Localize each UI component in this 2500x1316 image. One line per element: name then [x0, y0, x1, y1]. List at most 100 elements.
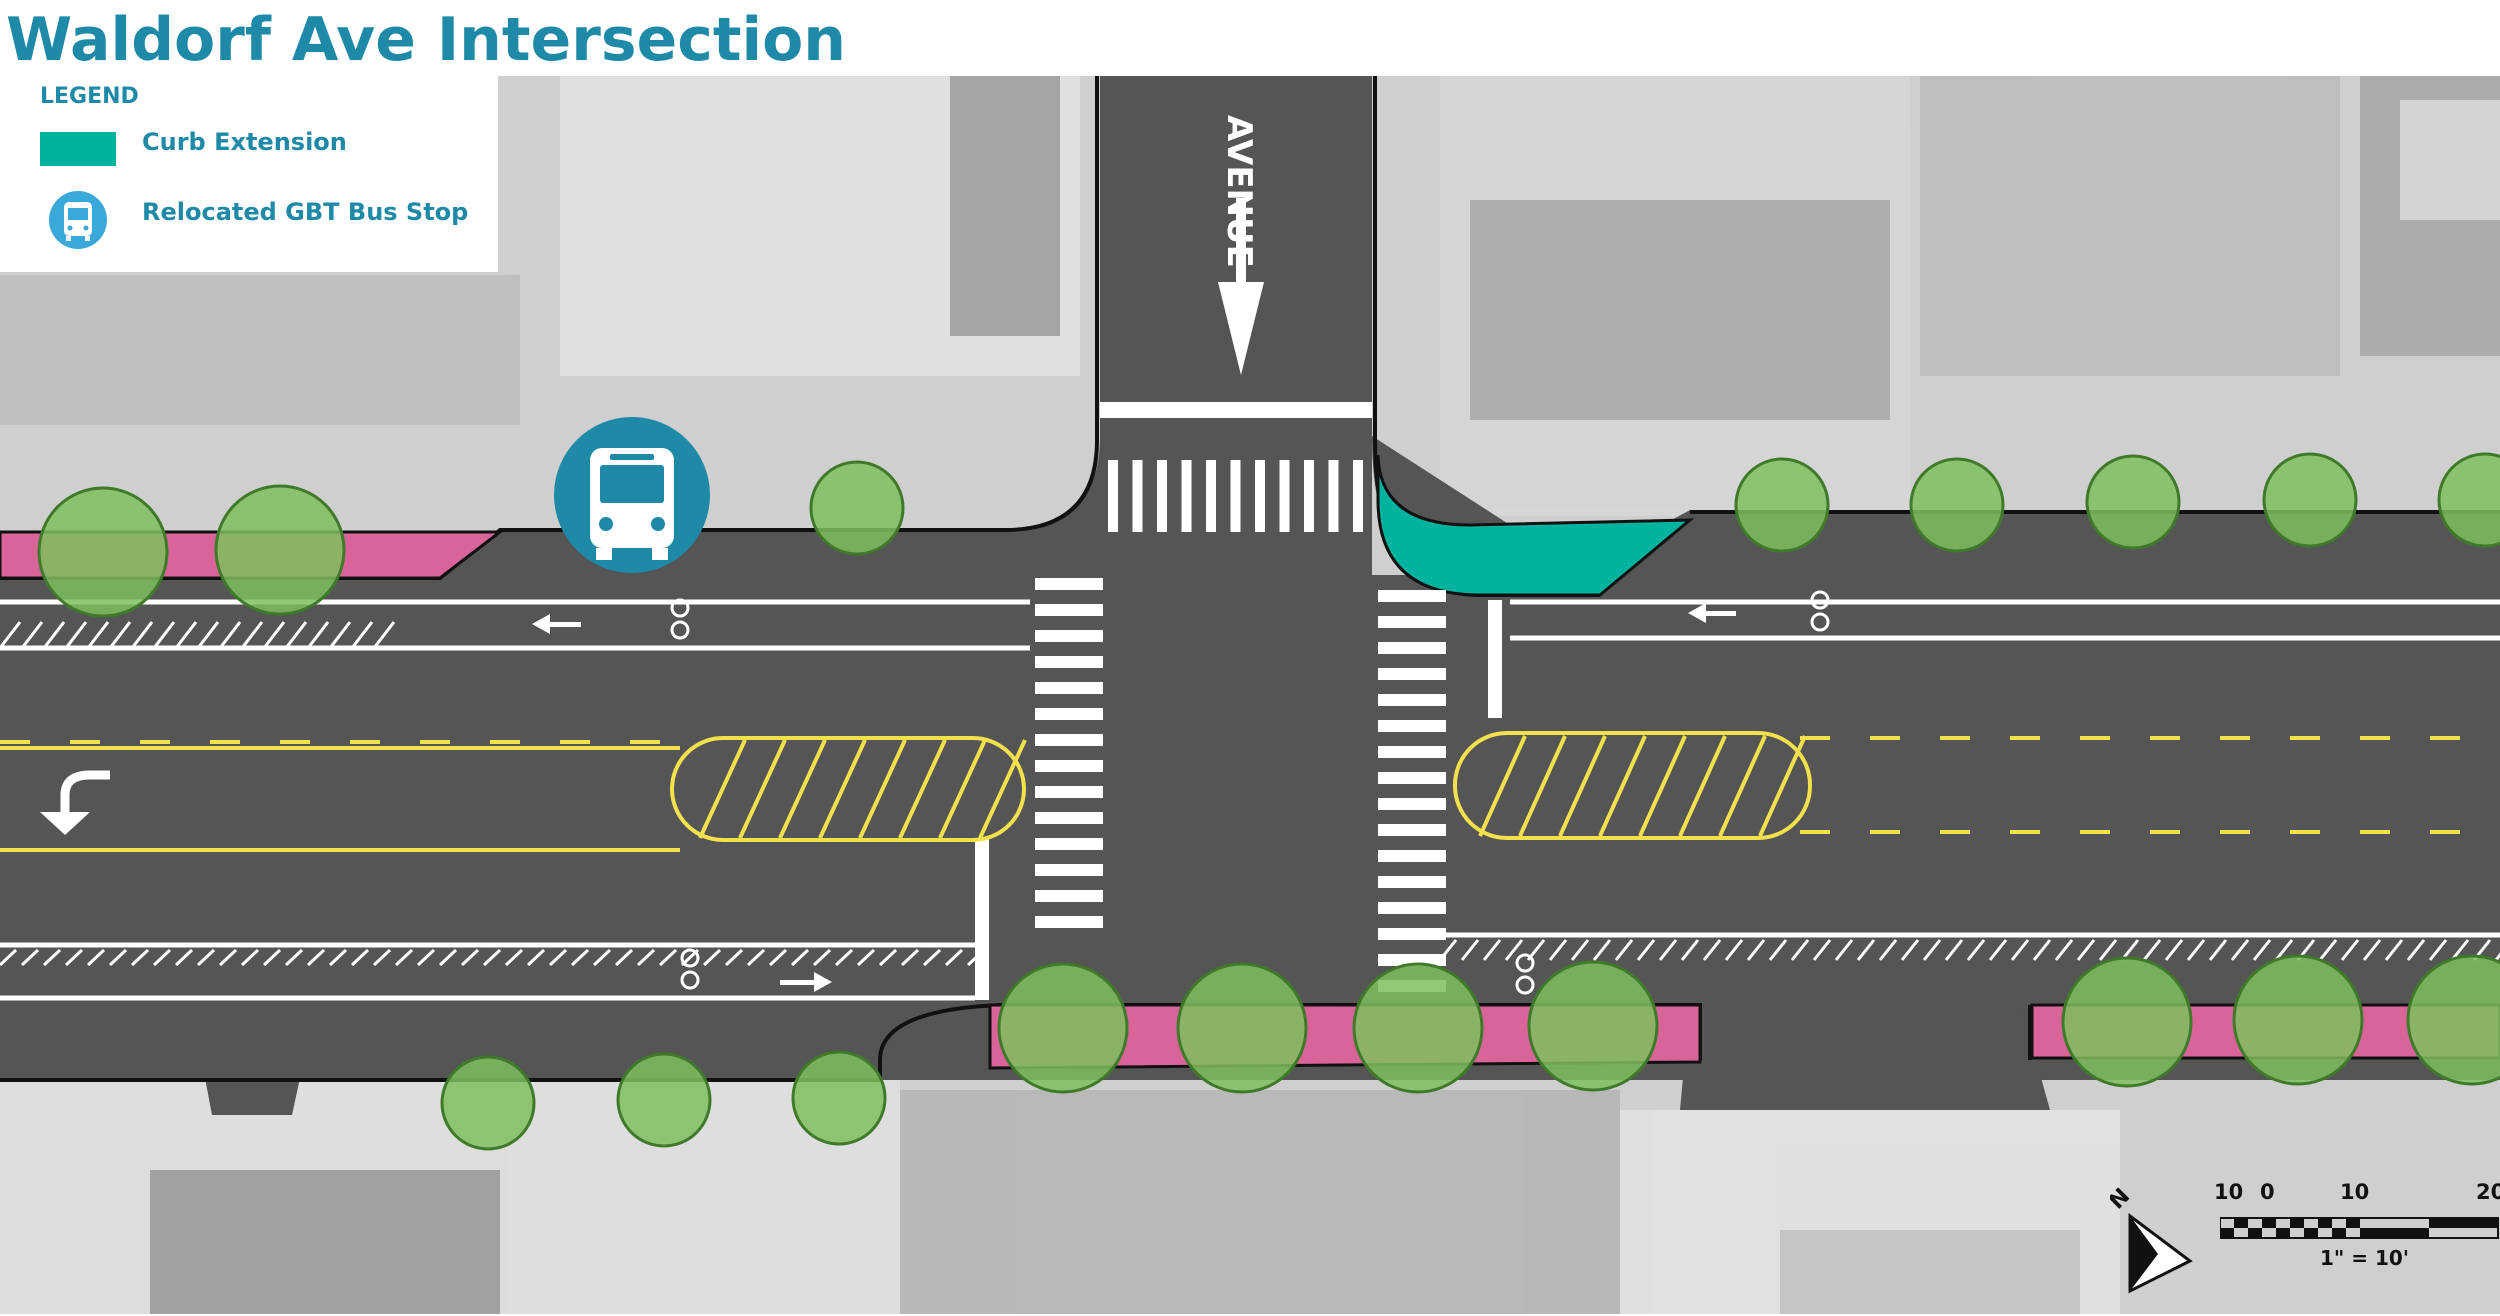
median-hatch-line [738, 739, 787, 839]
buffer-hatch-line [570, 948, 590, 967]
buffer-hatch-line [20, 621, 44, 649]
north-arrow-icon: N [2110, 1184, 2193, 1294]
buffer-hatching [0, 621, 2500, 967]
buffer-hatch-line [856, 948, 876, 967]
buffer-hatch-line [1790, 939, 1810, 961]
tree-icon [1527, 960, 1659, 1092]
buffer-hatch-line [218, 948, 238, 967]
southbound-arrow [1218, 198, 1264, 375]
buffer-hatch-line [1570, 939, 1590, 961]
buffer-hatch-line [108, 948, 128, 967]
tree-icon [2061, 956, 2193, 1088]
buffer-hatch-line [614, 948, 634, 967]
bus-stop-icon [554, 417, 710, 573]
curb-extension [1376, 454, 1695, 597]
crosswalk-bar [1035, 630, 1103, 642]
buffer-hatch-line [1548, 939, 1568, 961]
crosswalk-bar [1378, 694, 1446, 706]
median-hatch-line [778, 739, 827, 839]
buffer-hatch-line [130, 948, 150, 967]
legend-label-curb-extension: Curb Extension [142, 128, 347, 156]
crosswalk-bar [1378, 928, 1446, 940]
buffer-hatch-line [592, 948, 612, 967]
buffer-hatch-line [1746, 939, 1766, 961]
median-hatch-line [858, 739, 907, 839]
buffer-hatch-line [196, 948, 216, 967]
buffer-hatch-line [2098, 939, 2118, 961]
buffer-hatch-line [2054, 939, 2074, 961]
buffer-hatch-line [746, 948, 766, 967]
buffer-hatch-line [1900, 939, 1920, 961]
median-hatch-line [1478, 735, 1527, 837]
buffer-hatch-line [350, 621, 374, 649]
tree-icon [616, 1052, 712, 1148]
buffer-hatch-line [812, 948, 832, 967]
buffer-hatch-line [1504, 939, 1524, 961]
buffer-hatch-line [834, 948, 854, 967]
buffer-hatch-line [416, 948, 436, 967]
crosswalk-bar [1035, 682, 1103, 694]
tree-icon [1352, 962, 1484, 1094]
crosswalks [1035, 460, 1446, 992]
scale-ratio: 1" = 10' [2320, 1246, 2409, 1270]
crosswalk-bar [1378, 590, 1446, 602]
buffer-hatch-line [2428, 939, 2448, 961]
aerial-buildings [0, 76, 2500, 1314]
scale-bar: N 10 0 10 20 1" = 10' [2110, 1176, 2500, 1316]
crosswalk-bar [1378, 954, 1446, 966]
crosswalk-bar [1108, 460, 1118, 532]
buffer-hatch-line [2318, 939, 2338, 961]
median-west [670, 736, 1027, 842]
buffer-hatch-line [42, 621, 66, 649]
scale-segment [2304, 1228, 2318, 1238]
legend-heading: LEGEND [40, 84, 139, 109]
buffer-hatch-line [284, 621, 308, 649]
tree-icon [2232, 954, 2364, 1086]
buffer-hatch-line [284, 948, 304, 967]
buffer-hatch-line [372, 621, 396, 649]
buffer-hatch-line [86, 621, 110, 649]
crosswalk-bar [1328, 460, 1339, 532]
buffer-hatch-line [504, 948, 524, 967]
lane-markings [0, 402, 2500, 1001]
buffer-hatch-line [460, 948, 480, 967]
buffer-hatch-line [2450, 939, 2470, 961]
crosswalk-bar [1378, 824, 1446, 836]
buffer-hatch-line [262, 948, 282, 967]
crosswalk-bar [1255, 460, 1265, 532]
buffer-hatch-line [1768, 939, 1788, 961]
buffer-hatch-line [152, 948, 172, 967]
median-east [1453, 731, 1812, 840]
scale-segment [2429, 1218, 2498, 1228]
scale-segment [2360, 1228, 2429, 1238]
buffer-hatch-line [548, 948, 568, 967]
buffer-hatch-line [1812, 939, 1832, 961]
buffer-hatch-line [900, 948, 920, 967]
crosswalk-bar [1279, 460, 1290, 532]
buffer-hatch-line [2076, 939, 2096, 961]
buffer-hatch-line [636, 948, 656, 967]
median-hatch-line [1718, 735, 1767, 837]
left-turn-arrow [60, 770, 110, 820]
centerlines [0, 736, 2500, 852]
crosswalk-bar [1035, 786, 1103, 798]
median-hatch-line [1518, 735, 1567, 837]
left-turn-arrowhead [40, 812, 90, 835]
scale-segment [2248, 1228, 2262, 1238]
buffer-hatch-line [2032, 939, 2052, 961]
buffer-hatch-line [724, 948, 744, 967]
buffer-hatch-line [1680, 939, 1700, 961]
scale-tick-1: 10 [2214, 1180, 2244, 1204]
crosswalk-bar [1035, 812, 1103, 824]
buffer-hatch-line [394, 948, 414, 967]
tree-icon [440, 1055, 536, 1151]
buffer-hatch-line [108, 621, 132, 649]
buffer-hatch-line [1944, 939, 1964, 961]
buffer-hatch-line [1922, 939, 1942, 961]
north-label: N [2110, 1184, 2135, 1215]
crosswalk-bar [1378, 902, 1446, 914]
tree-icon [1734, 457, 1830, 553]
buffer-hatch-line [174, 621, 198, 649]
median-hatch-line [818, 739, 867, 839]
tree-icon [214, 484, 346, 616]
